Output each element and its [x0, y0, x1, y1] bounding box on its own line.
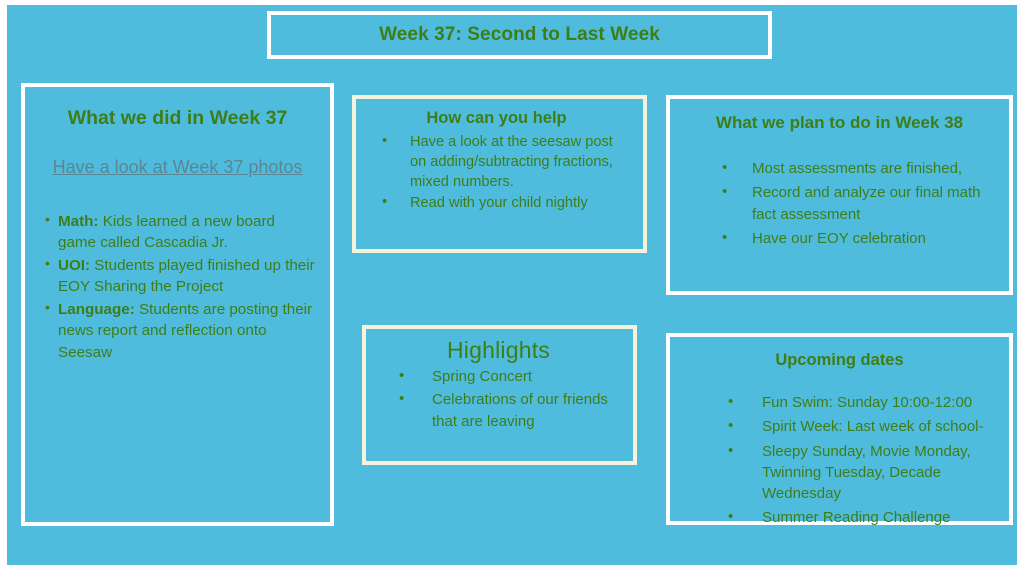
list-item: Math: Kids learned a new board game call… [45, 210, 316, 254]
list-item: Spirit Week: Last week of school- [680, 415, 999, 437]
list-item-text: Students are posting their news report a… [58, 300, 313, 362]
card-heading-upcoming-dates: Upcoming dates [775, 351, 904, 369]
list-item: Have a look at the seesaw post on adding… [364, 131, 629, 192]
card-how-can-you-help: How can you help Have a look at the sees… [352, 95, 647, 253]
week-38-plan-list: Most assessments are finished, Record an… [680, 157, 999, 249]
how-can-you-help-list: Have a look at the seesaw post on adding… [364, 131, 629, 214]
list-item-text: Kids learned a new board game called Cas… [58, 212, 275, 252]
card-upcoming-dates: Upcoming dates Fun Swim: Sunday 10:00-12… [666, 333, 1013, 528]
slide-title-box: Week 37: Second to Last Week [267, 11, 772, 59]
list-item: Sleepy Sunday, Movie Monday, Twinning Tu… [680, 440, 999, 505]
highlights-list: Spring Concert Celebrations of our frien… [374, 365, 623, 433]
list-item: Spring Concert [374, 365, 623, 388]
list-item: Celebrations of our friends that are lea… [374, 388, 623, 433]
list-item: Have our EOY celebration [680, 227, 999, 249]
card-highlights: Highlights Spring Concert Celebrations o… [362, 325, 637, 465]
list-item: Language: Students are posting their new… [45, 298, 316, 364]
list-item-label: Math: [58, 212, 99, 230]
week-37-photos-link[interactable]: Have a look at Week 37 photos [52, 157, 303, 177]
list-item: Most assessments are finished, [680, 157, 999, 179]
panel-heading-what-we-did: What we did in Week 37 [67, 107, 288, 129]
what-we-did-list: Math: Kids learned a new board game call… [37, 210, 318, 364]
page-title: Week 37: Second to Last Week [379, 24, 660, 45]
panel-what-we-did: What we did in Week 37 Have a look at We… [21, 83, 334, 526]
list-item-label: UOI: [58, 256, 91, 274]
list-item: Summer Reading Challenge [680, 506, 999, 528]
list-item: Read with your child nightly [364, 192, 629, 213]
list-item: Fun Swim: Sunday 10:00-12:00 [680, 391, 999, 413]
list-item: Record and analyze our final math fact a… [680, 181, 999, 225]
card-heading-highlights: Highlights [447, 337, 550, 363]
list-item-label: Language: [58, 300, 135, 318]
upcoming-dates-list: Fun Swim: Sunday 10:00-12:00 Spirit Week… [680, 391, 999, 529]
slide-canvas: Week 37: Second to Last Week What we did… [7, 5, 1017, 565]
card-heading-how-can-you-help: How can you help [426, 109, 567, 127]
card-heading-week-38: What we plan to do in Week 38 [715, 113, 964, 132]
card-what-we-plan-week-38: What we plan to do in Week 38 Most asses… [666, 95, 1013, 295]
list-item: UOI: Students played finished up their E… [45, 254, 316, 298]
list-item-text: Students played finished up their EOY Sh… [58, 256, 315, 296]
